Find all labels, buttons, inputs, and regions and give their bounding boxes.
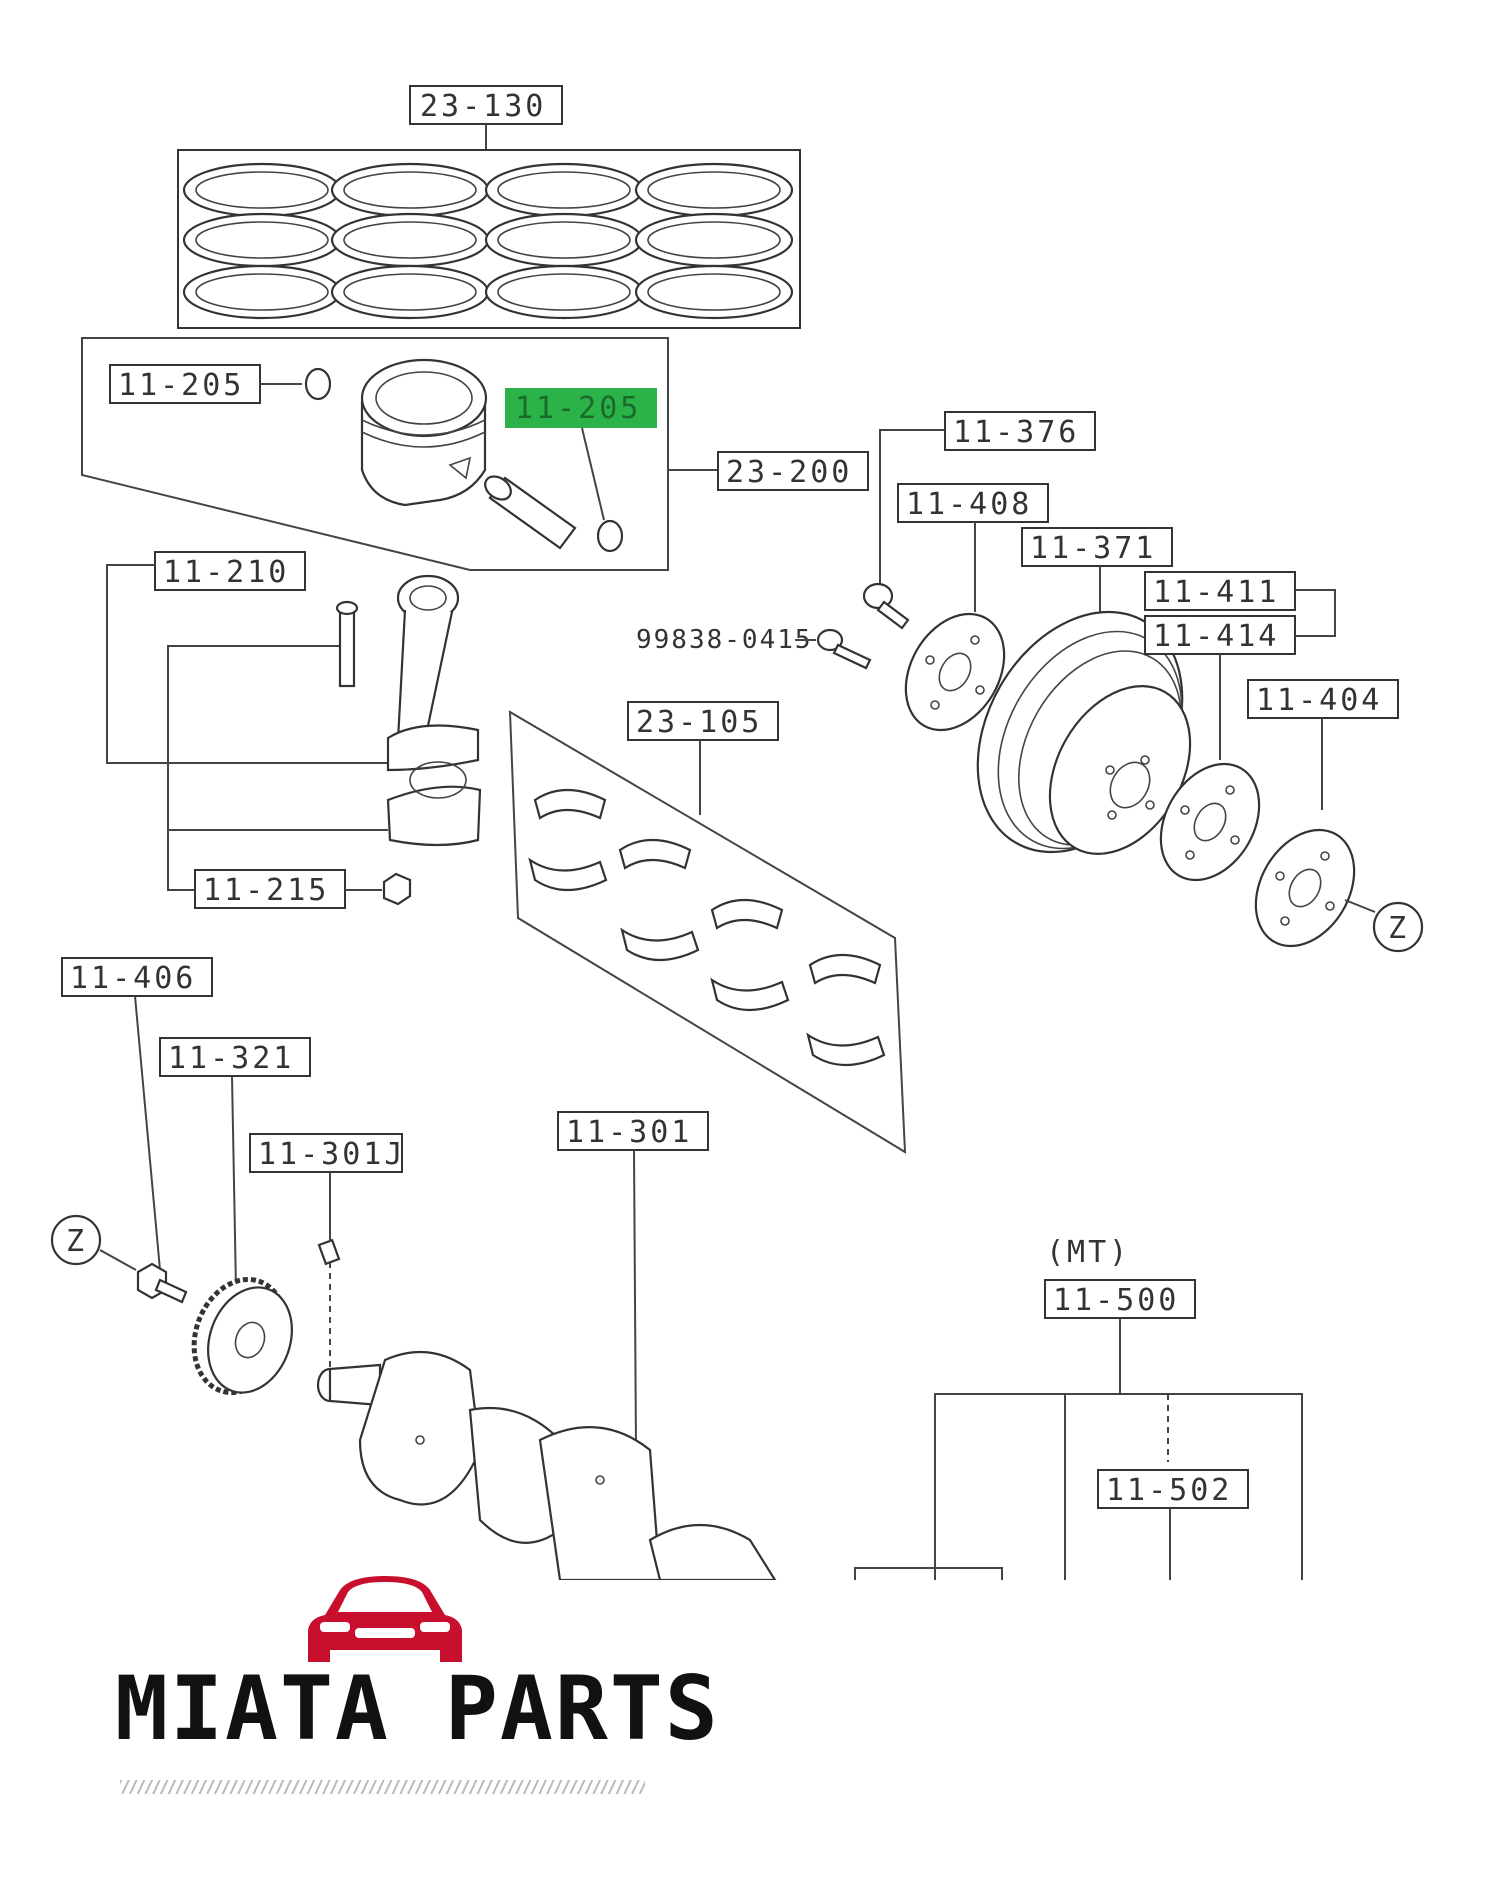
callout-11-408[interactable]: 11-408 — [897, 483, 1049, 523]
callout-11-210[interactable]: 11-210 — [154, 551, 306, 591]
piston-clip-right — [596, 519, 624, 553]
svg-text:11-321: 11-321 — [168, 1041, 294, 1076]
callout-23-105[interactable]: 23-105 — [627, 701, 779, 741]
callout-11-301[interactable]: 11-301 — [557, 1111, 709, 1151]
key-11-301j — [317, 1238, 341, 1266]
piston-ring-sets — [182, 162, 794, 320]
svg-text:23-105: 23-105 — [636, 705, 762, 740]
brand-underline — [120, 1780, 645, 1794]
reference-marker-z-right: Z — [1372, 901, 1424, 953]
callout-23-130[interactable]: 23-130 — [409, 85, 563, 125]
piston-assembly-frame — [81, 337, 669, 571]
piston-pin — [484, 475, 577, 550]
callout-11-301j[interactable]: 11-301J — [249, 1133, 405, 1173]
callout-11-371[interactable]: 11-371 — [1021, 527, 1173, 567]
callout-11-411[interactable]: 11-411 — [1144, 571, 1296, 611]
rod-bolt — [335, 600, 359, 688]
crankshaft — [316, 1350, 777, 1580]
connecting-rod — [386, 574, 482, 847]
callout-11-500[interactable]: 11-500 — [1044, 1279, 1196, 1319]
pulley-bolt-11-376 — [862, 582, 910, 630]
svg-text:11-414: 11-414 — [1153, 619, 1279, 654]
callout-11-406[interactable]: 11-406 — [61, 957, 213, 997]
callout-11-414[interactable]: 11-414 — [1144, 615, 1296, 655]
svg-text:Z: Z — [1388, 911, 1406, 946]
piston — [360, 358, 488, 507]
bolt-99838-0415 — [816, 628, 872, 670]
svg-text:11-301J: 11-301J — [258, 1137, 405, 1172]
callout-23-200[interactable]: 23-200 — [717, 451, 869, 491]
svg-text:Z: Z — [66, 1224, 84, 1259]
callout-11-404[interactable]: 11-404 — [1247, 679, 1399, 719]
mt-note: (MT) — [1046, 1235, 1130, 1270]
svg-text:11-411: 11-411 — [1153, 575, 1279, 610]
bolt-11-406 — [136, 1262, 188, 1304]
svg-text:11-371: 11-371 — [1030, 531, 1156, 566]
timing-gear-11-321 — [191, 1276, 293, 1396]
svg-text:11-301: 11-301 — [566, 1115, 692, 1150]
crankshaft-pulley — [976, 610, 1192, 855]
car-front-icon — [308, 1576, 462, 1662]
plate-11-404 — [1254, 828, 1356, 948]
callout-11-205-highlighted[interactable]: 11-205 — [505, 388, 657, 428]
callout-11-321[interactable]: 11-321 — [159, 1037, 311, 1077]
brand-logo: MIATA PARTS — [100, 1570, 718, 1810]
parts-diagram: 23-130 11-205 — [50, 85, 1424, 1580]
svg-text:23-200: 23-200 — [726, 455, 852, 490]
svg-text:11-376: 11-376 — [953, 415, 1079, 450]
svg-text:23-130: 23-130 — [420, 89, 546, 124]
svg-text:11-500: 11-500 — [1053, 1283, 1179, 1318]
callout-99838-0415[interactable]: 99838-0415 — [636, 625, 813, 655]
bearing-shells — [528, 789, 886, 1066]
callout-11-205-left[interactable]: 11-205 — [109, 364, 261, 404]
svg-text:11-406: 11-406 — [70, 961, 196, 996]
plate-11-408 — [904, 612, 1006, 732]
callout-11-376[interactable]: 11-376 — [944, 411, 1096, 451]
callout-11-502[interactable]: 11-502 — [1097, 1469, 1249, 1509]
svg-text:11-502: 11-502 — [1106, 1473, 1232, 1508]
rod-nut — [382, 872, 412, 906]
svg-text:11-404: 11-404 — [1256, 683, 1382, 718]
svg-text:11-205: 11-205 — [515, 391, 641, 426]
callout-11-215[interactable]: 11-215 — [194, 869, 346, 909]
reference-marker-z-left: Z — [50, 1214, 102, 1266]
bearing-set-frame — [508, 710, 907, 1154]
piston-clip-left — [304, 367, 332, 401]
brand-name: MIATA PARTS — [115, 1657, 720, 1760]
svg-text:11-408: 11-408 — [906, 487, 1032, 522]
svg-text:11-210: 11-210 — [163, 555, 289, 590]
plate-11-414 — [1159, 762, 1261, 882]
svg-text:11-215: 11-215 — [203, 873, 329, 908]
svg-text:11-205: 11-205 — [118, 368, 244, 403]
